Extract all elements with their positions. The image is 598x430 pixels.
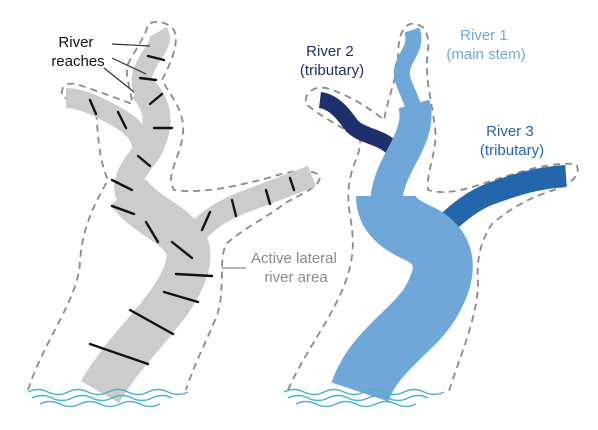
river-1-label-line2: (main stem) [446,46,525,63]
reach-divider [288,176,296,192]
gray-main-stem [80,177,211,404]
river-3-label-line2: (tributary) [480,142,544,159]
right-panel: River 2 (tributary) River 1 (main stem) … [283,22,579,408]
reaches-pointers [103,43,151,93]
gray-upper-reach [131,26,170,97]
reach-divider [146,54,166,62]
reach-divider [88,98,98,116]
active-area-label-line2: river area [264,269,328,286]
reach-divider [144,220,160,244]
river-1-main-stem [331,193,473,404]
reach-dividers [88,54,296,366]
reach-divider [162,290,200,304]
reaches-label-line1: River [58,34,93,51]
reach-divider [88,342,150,366]
river-1-label: River 1 (main stem) [446,27,525,63]
river-2-label: River 2 (tributary) [300,43,364,79]
water-right [283,388,445,408]
active-area-label: Active lateral river area [251,250,341,286]
reach-divider [138,76,158,82]
gray-river [65,26,317,404]
gray-left-branch [65,88,152,149]
reach-divider [174,272,214,278]
river-1-upper [393,27,422,113]
river-1-mid [370,99,432,207]
reach-divider [110,178,134,192]
gray-right-branch [176,165,317,254]
reach-divider [110,204,136,216]
pointer-line [111,57,147,75]
river-3-label: River 3 (tributary) [480,123,544,159]
left-panel: River reaches Active lateral river area [27,21,341,408]
reach-divider [128,308,175,336]
reaches-label-line2: reaches [51,53,104,70]
river-3-label-line1: River 3 [486,123,534,140]
active-area-outline-left [27,21,321,391]
reach-divider [170,240,194,260]
active-area-label-line1: Active lateral [251,250,337,267]
reach-divider [264,188,272,206]
pointer-line [103,67,135,93]
river-2-label-line2: (tributary) [300,62,364,79]
reach-divider [230,198,238,218]
reach-divider [136,154,152,168]
reach-divider [148,92,164,106]
reach-divider [200,210,212,232]
water-left [27,388,189,408]
river-2-label-line1: River 2 [306,43,354,60]
river-1-label-line1: River 1 [460,27,508,44]
pointer-line [111,43,151,47]
river-3-tributary [434,165,567,236]
active-area-outline-right [287,22,579,395]
reaches-label: River reaches [51,34,104,70]
reach-divider [116,110,128,130]
